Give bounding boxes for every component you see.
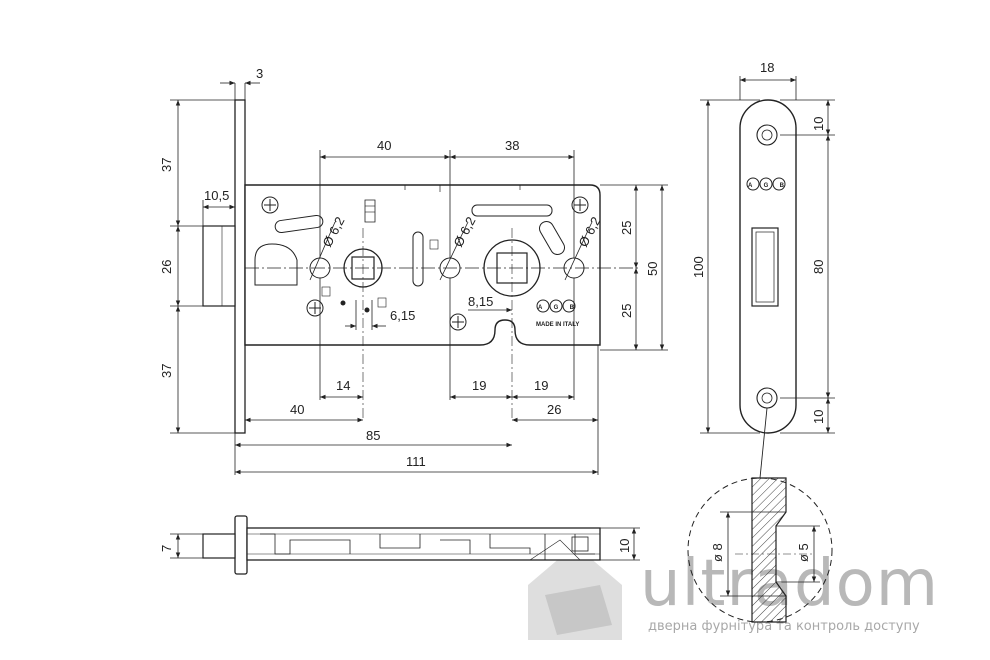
dim-right-lower: 25: [619, 304, 634, 318]
dim-handle-axis: 40: [377, 138, 391, 153]
strike-hole-top: [756, 124, 778, 146]
dim-19-left: 19: [472, 378, 486, 393]
dim-key-center: 8,15: [468, 294, 493, 309]
screw-top-right: [571, 196, 589, 214]
strike-dim-hole-spacing: 80: [811, 260, 826, 274]
made-in-label: MADE IN ITALY: [536, 322, 579, 328]
screw-top-left: [261, 196, 279, 214]
dim-right-total: 50: [645, 262, 660, 276]
latch-bolt: [202, 225, 236, 307]
key-cylinder: [483, 228, 541, 420]
dim-111: 111: [406, 454, 426, 469]
brand-mark: AGB: [538, 305, 575, 311]
dim-14: 14: [336, 378, 350, 393]
watermark-tagline: дверна фурнітура та контроль доступу: [648, 619, 920, 634]
dim-19-right: 19: [534, 378, 548, 393]
detail-view: [687, 477, 833, 623]
strike-plate: [739, 99, 797, 479]
strike-dim-height: 100: [691, 256, 706, 278]
dim-key-axis: 38: [505, 138, 519, 153]
faceplate: [234, 99, 246, 434]
dim-top: 37: [159, 158, 174, 172]
dim-middle: 26: [159, 260, 174, 274]
dim-26-bottom: 26: [547, 402, 561, 417]
bottom-dim-bolt: 7: [159, 545, 174, 552]
front-view: [202, 99, 640, 434]
strike-dim-top-hole: 10: [811, 117, 826, 131]
screw-bottom-mid: [449, 313, 467, 331]
strike-latch-window: [751, 227, 779, 307]
screw-bottom-left: [306, 299, 324, 317]
dim-latch-projection: 10,5: [204, 188, 229, 203]
agb-brand-icon: [536, 299, 576, 313]
strike-agb-icon: [746, 177, 786, 191]
front-view-dimensions: [170, 80, 668, 475]
strike-brand-mark: AGB: [748, 183, 785, 189]
strike-dim-bottom-hole: 10: [811, 410, 826, 424]
dim-backset: 40: [290, 402, 304, 417]
strike-plate-dimensions: [700, 76, 835, 434]
dim-key-square: 6,15: [390, 308, 415, 323]
ultradom-logo-icon: [528, 545, 622, 640]
watermark: ultradom дверна фурнітура та контроль до…: [528, 545, 939, 640]
detail-dim-outer: ø 8: [710, 543, 725, 562]
detail-dim-inner: ø 5: [796, 543, 811, 562]
dim-85: 85: [366, 428, 380, 443]
dim-faceplate-thickness: 3: [256, 66, 263, 81]
dim-bottom: 37: [159, 364, 174, 378]
handle-follower: [343, 228, 383, 420]
dim-right-upper: 25: [619, 221, 634, 235]
watermark-brand: ultradom: [640, 547, 939, 621]
bottom-view: [202, 515, 601, 575]
bottom-dim-body: 10: [617, 539, 632, 553]
strike-dim-width: 18: [760, 60, 774, 75]
bottom-view-dimensions: [170, 527, 640, 561]
